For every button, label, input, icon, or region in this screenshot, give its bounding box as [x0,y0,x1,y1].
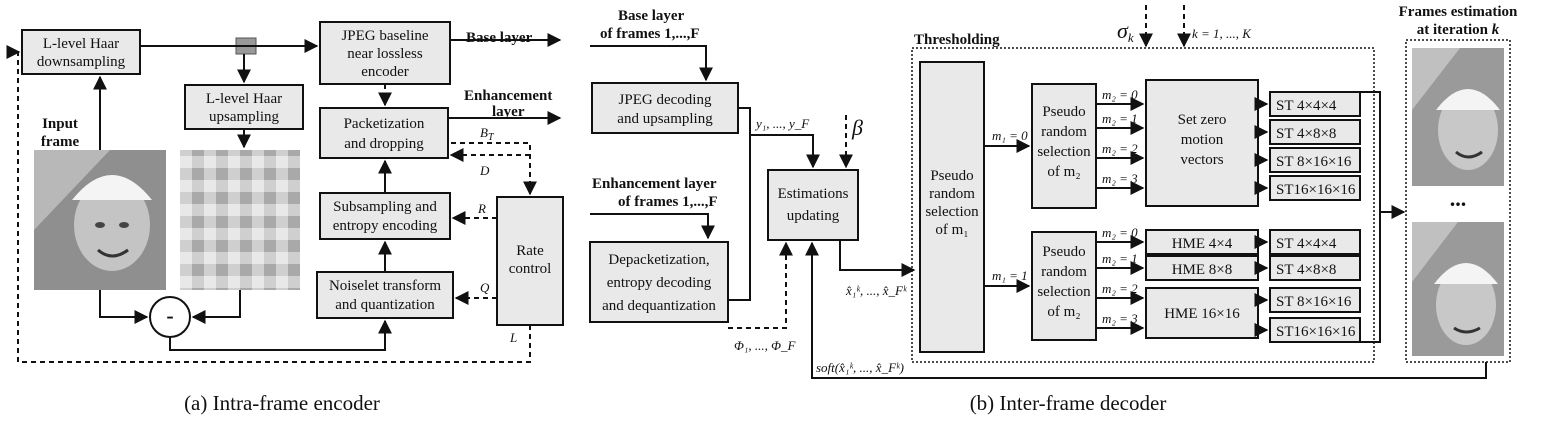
jpeg-enc-l3: encoder [361,64,408,80]
st-top-2: ST 8×16×16 [1276,154,1352,170]
frames-title-l1: Frames estimation [1399,4,1518,20]
sig-bt: BT [480,125,495,143]
st-bot-column: ST 4×4×4 ST 4×8×8 ST 8×16×16 ST16×16×16 [1270,230,1360,342]
psr-m1-l3: selection [925,204,979,220]
estimated-frame-image-2 [1412,222,1504,356]
enh-in-l2: of frames 1,...,F [618,194,718,210]
st-bot-0: ST 4×4×4 [1276,236,1337,252]
encoder-section: L-level Haar downsampling L-level Haar u… [18,22,563,415]
set-zero-l3: vectors [1180,152,1223,168]
hme-16: HME 16×16 [1164,306,1240,322]
st-bot-3: ST16×16×16 [1276,324,1356,340]
m2-top-3: m₂ = 3 [1102,171,1138,186]
m2-top-0: m₂ = 0 [1102,87,1138,102]
psr-m2a-l4: of m₂ [1047,164,1080,180]
set-zero-l1: Set zero [1178,112,1227,128]
xhat-label: x̂₁ᵏ, ..., x̂_Fᵏ [845,283,908,298]
jpeg-dec-l2: and upsampling [617,111,713,127]
subsamp-l2: entropy encoding [333,218,438,234]
depacket-l2: entropy decoding [607,275,712,291]
noiselet-l2: and quantization [335,297,435,313]
psr-m2a-l3: selection [1037,144,1091,160]
psr-m2a-l2: random [1041,124,1087,140]
psr-m2b-l2: random [1041,264,1087,280]
haar-up-l1: L-level Haar [206,91,282,107]
depacket-l3: and dequantization [602,298,716,314]
rate-l1: Rate [516,243,544,259]
st-top-column: ST 4×4×4 ST 4×8×8 ST 8×16×16 ST16×16×16 [1270,92,1360,200]
thresholding-title: Thresholding [914,32,1000,48]
noiselet-l1: Noiselet transform [329,278,441,294]
est-upd-l1: Estimations [778,186,849,202]
st-bot-1: ST 4×8×8 [1276,262,1336,278]
psr-m1-l4: of m₁ [935,222,968,238]
estimations-updating-box [768,170,858,240]
set-zero-l2: motion [1181,132,1224,148]
base-in-l1: Base layer [618,8,685,24]
m2-bot-3: m₂ = 3 [1102,311,1138,326]
sig-d: D [479,163,490,178]
est-upd-l2: updating [787,208,840,224]
minus-sign: - [166,303,173,328]
st-top-3: ST16×16×16 [1276,182,1356,198]
m2-bot-2: m₂ = 2 [1102,281,1138,296]
frames-ellipsis: ... [1450,186,1467,211]
hme-8: HME 8×8 [1172,262,1233,278]
jpeg-enc-l2: near lossless [347,46,423,62]
enh-in-l1: Enhancement layer [592,176,717,192]
st-bot-2: ST 8×16×16 [1276,294,1352,310]
decoder-section: Base layer of frames 1,...,F JPEG decodi… [590,4,1518,415]
jpeg-dec-l1: JPEG decoding [619,92,712,108]
m2-top-1: m₂ = 1 [1102,111,1138,126]
m1-0-label: m₁ = 0 [992,128,1028,143]
subsamp-l1: Subsampling and [333,199,437,215]
input-frame-l2: frame [41,134,80,150]
psr-m2b-l4: of m₂ [1047,304,1080,320]
m2-bot-0: m₂ = 0 [1102,225,1138,240]
psr-m2b-l3: selection [1037,284,1091,300]
psr-m1-l2: random [929,186,975,202]
hme-4: HME 4×4 [1172,236,1233,252]
sig-q: Q [480,280,490,295]
sigma-k-label: σk [1117,18,1134,45]
m2-top-2: m₂ = 2 [1102,141,1138,156]
frames-title-l2: at iteration k [1417,22,1500,38]
input-frame-image [34,150,166,290]
m2-bot-1: m₂ = 1 [1102,251,1138,266]
psr-m1-l1: Pseudo [930,168,973,184]
jpeg-enc-l1: JPEG baseline [341,28,428,44]
rate-l2: control [509,261,552,277]
depacket-l1: Depacketization, [608,252,709,268]
enh-layer-l2: layer [492,104,525,120]
k-range-label: k = 1, ..., K [1192,26,1252,41]
st-top-0: ST 4×4×4 [1276,98,1337,114]
decoder-caption: (b) Inter-frame decoder [970,391,1167,415]
encoder-caption: (a) Intra-frame encoder [184,391,380,415]
beta-label: β [851,115,863,140]
base-in-l2: of frames 1,...,F [600,26,700,42]
st-top-1: ST 4×8×8 [1276,126,1336,142]
m1-1-label: m₁ = 1 [992,268,1028,283]
soft-label: soft(x̂₁ᵏ, ..., x̂_Fᵏ) [816,360,904,375]
base-layer-label: Base layer [466,30,533,46]
psr-m2b-l1: Pseudo [1042,244,1085,260]
sig-l: L [509,330,517,345]
psr-m2a-l1: Pseudo [1042,104,1085,120]
phi-label: Φ₁, ..., Φ_F [734,338,797,353]
y-label: y₁, ..., y_F [754,116,810,131]
input-frame-l1: Input [42,116,78,132]
packet-l1: Packetization [344,116,425,132]
estimated-frame-image-1 [1412,48,1504,186]
packet-l2: and dropping [344,136,424,152]
enh-layer-l1: Enhancement [464,88,552,104]
pixelated-frame-image [180,150,300,290]
haar-down-l1: L-level Haar [43,36,119,52]
sig-r: R [477,201,486,216]
haar-down-l2: downsampling [37,54,126,70]
haar-up-l2: upsampling [209,109,279,125]
